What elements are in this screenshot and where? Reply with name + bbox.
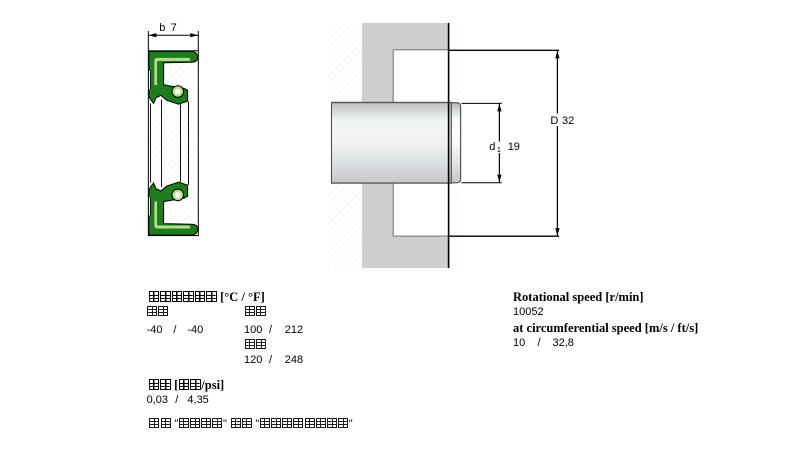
svg-text:19: 19 bbox=[508, 141, 520, 153]
svg-text:32: 32 bbox=[562, 115, 574, 127]
svg-text:d: d bbox=[489, 141, 495, 153]
svg-text:b: b bbox=[159, 22, 165, 34]
svg-text:7: 7 bbox=[171, 22, 177, 34]
svg-text:1: 1 bbox=[497, 145, 501, 154]
svg-text:D: D bbox=[550, 115, 558, 127]
